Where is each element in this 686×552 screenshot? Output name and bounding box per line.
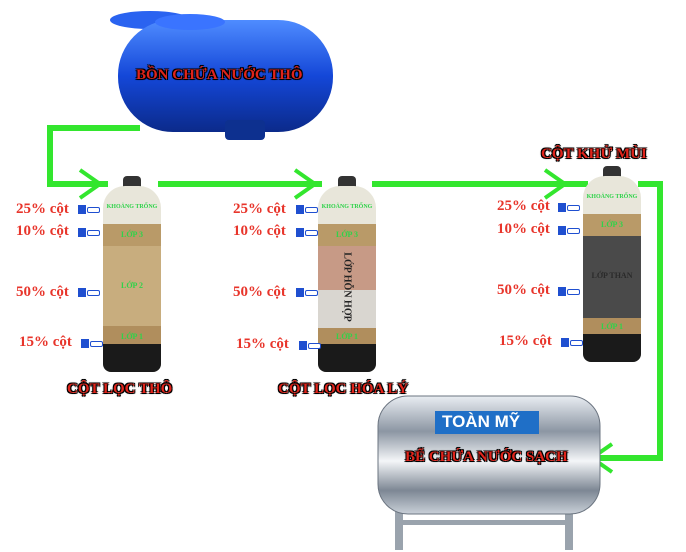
layer-1-label: LỚP 1 [600,322,623,331]
tank-brand-logo: TOÀN MỸ [442,412,521,431]
carbon-layer-label: LỚP THAN [591,271,633,280]
pointer-icon [78,205,100,214]
layer-3-label: LỚP 3 [335,230,358,239]
percent-label: 15% cột [499,333,552,349]
layer-3-label: LỚP 3 [120,230,143,239]
raw-tank-label: BỒN CHỨA NƯỚC THÔ [136,67,303,83]
column-title-physicochemical: CỘT LỌC HÓA LÝ [278,381,409,397]
column-deodorizing-filter: KHOẢNG TRỐNG LỚP 3 LỚP THAN LỚP 1 [583,166,641,362]
percent-label: 50% cột [16,284,69,300]
percent-label: 50% cột [233,284,286,300]
pointer-icon [558,203,580,212]
percent-label: 25% cột [233,201,286,217]
empty-space-label: KHOẢNG TRỐNG [586,194,638,200]
pointer-icon [296,205,318,214]
layer-1-label: LỚP 1 [120,332,143,341]
clean-water-tank [377,395,601,550]
column-title-deodorizing: CỘT KHỬ MÙI [541,146,647,162]
empty-space-label: KHOẢNG TRỐNG [106,204,158,210]
empty-space-label: KHOẢNG TRỐNG [321,204,373,210]
layer-1-label: LỚP 1 [335,332,358,341]
raw-water-tank [110,11,333,140]
column-coarse-filter: KHOẢNG TRỐNG LỚP 3 LỚP 2 LỚP 1 [103,176,161,372]
percent-label: 15% cột [236,336,289,352]
layer-3-label: LỚP 3 [600,220,623,229]
percent-label: 50% cột [497,282,550,298]
pointer-icon [558,287,580,296]
pointer-icon [78,228,100,237]
pointer-icon [81,339,103,348]
pointer-icon [296,228,318,237]
column-title-coarse: CỘT LỌC THÔ [67,381,173,397]
pointer-icon [561,338,583,347]
pointer-icon [299,341,321,350]
pointer-icon [558,226,580,235]
column-physicochemical-filter: KHOẢNG TRỐNG LỚP 3 LỚP HỖN HỢP LỚP 1 [318,176,376,372]
mixed-layer-label: LỚP HỖN HỢP [341,252,353,322]
clean-tank-label: BỂ CHỨA NƯỚC SẠCH [405,449,568,465]
percent-label: 25% cột [16,201,69,217]
percent-label: 10% cột [16,223,69,239]
layer-2-label: LỚP 2 [120,281,143,290]
pipe-network [47,125,663,474]
percent-label: 10% cột [497,221,550,237]
percent-label: 10% cột [233,223,286,239]
percent-label: 15% cột [19,334,72,350]
pointer-icon [78,288,100,297]
pointer-icon [296,288,318,297]
percent-label: 25% cột [497,198,550,214]
